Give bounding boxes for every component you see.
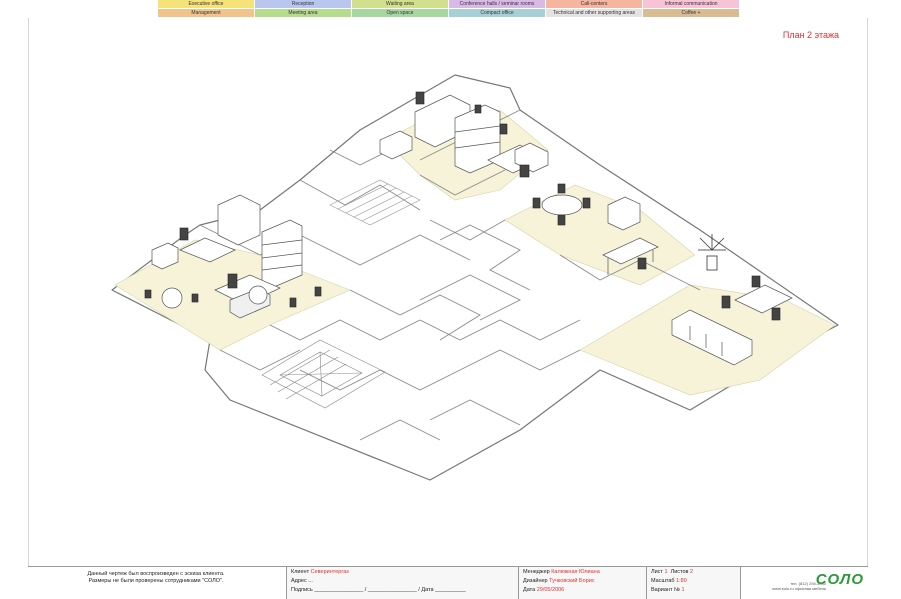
- company-phone: тел. (812) 294-3030: [790, 581, 826, 586]
- chairs-east-open-space: [721, 275, 781, 321]
- signature-label: Подпись: [291, 587, 313, 593]
- wall: [429, 399, 521, 426]
- furniture-east-open-space: [671, 284, 793, 366]
- signature-field: Подпись ________________ / _____________…: [291, 587, 466, 594]
- round-table: [161, 287, 183, 309]
- manager-field: Менеджер Калюжная Юлиана: [523, 569, 600, 576]
- credenza: [607, 196, 641, 231]
- note-line-1: Данный чертеж был воспроизведен с эскиза…: [87, 571, 225, 577]
- address-value: ...: [308, 578, 313, 584]
- address-field: Адрес ...: [291, 578, 313, 585]
- legend-coffee: Coffee +: [643, 9, 739, 17]
- meeting-table: [541, 194, 583, 216]
- chairs-north-office: [415, 91, 530, 178]
- legend-open-space: Open space: [352, 9, 448, 17]
- legend-row-1: Executive office Reception Waiting area …: [158, 0, 740, 8]
- chairs-west-office: [144, 227, 322, 308]
- chairs-meeting-room: [532, 183, 647, 270]
- variant-field: Вариант № 1: [651, 587, 685, 594]
- furniture-north-office: [379, 94, 549, 174]
- manager-label: Менеджер: [523, 569, 550, 575]
- wall: [299, 179, 421, 211]
- wall: [419, 274, 522, 321]
- designer-field: Дизайнер Тучковский Борис: [523, 578, 595, 585]
- client-label: Клиент: [291, 569, 310, 575]
- scale-label: Масштаб: [651, 578, 675, 584]
- designer-label: Дизайнер: [523, 578, 548, 584]
- desk: [179, 237, 236, 263]
- note-line-2: Размеры не были проверены сотрудниками "…: [88, 578, 224, 584]
- signature-date-blank: __________: [435, 587, 466, 593]
- scale-value: 1:80: [676, 578, 687, 584]
- wall: [299, 369, 461, 391]
- staircase-south: [261, 339, 386, 409]
- staff-box: Менеджер Калюжная Юлиана Дизайнер Тучков…: [518, 567, 646, 599]
- furniture-meeting-room: [541, 194, 659, 275]
- potted-plant: [698, 234, 726, 271]
- wall: [359, 419, 441, 441]
- drawing-note: Данный чертеж был воспроизведен с эскиза…: [28, 571, 284, 585]
- wall: [419, 169, 506, 196]
- legend-reception: Reception: [255, 0, 351, 8]
- wall: [419, 319, 581, 341]
- legend-meeting-area: Meeting area: [255, 9, 351, 17]
- legend-call-centers: Call-centers: [546, 0, 642, 8]
- sofa-row: [671, 309, 753, 366]
- wall: [269, 319, 421, 341]
- wall: [429, 219, 506, 241]
- company-site: www.solo.ru офисная мебель: [772, 586, 826, 591]
- wall: [349, 289, 481, 341]
- wall: [559, 254, 701, 291]
- wall: [299, 234, 471, 266]
- legend-waiting-area: Waiting area: [352, 0, 448, 8]
- legend-row-2: Management Meeting area Open space Compa…: [158, 9, 740, 17]
- isometric-floor-plan: [111, 74, 839, 481]
- wall: [329, 149, 391, 166]
- sheet-box: Лист 1 Листов 2 Масштаб 1:80 Вариант № 1: [646, 567, 740, 599]
- date-field: Дата 29/05/2006: [523, 587, 564, 594]
- scale-field: Масштаб 1:80: [651, 578, 687, 585]
- furniture-west-office: [151, 194, 303, 319]
- wall: [219, 349, 301, 371]
- address-label: Адрес: [291, 578, 307, 584]
- legend-executive-office: Executive office: [158, 0, 254, 8]
- company-contact: тел. (812) 294-3030 www.solo.ru офисная …: [772, 581, 826, 591]
- desk: [602, 237, 659, 265]
- sheets-label: Листов: [670, 569, 689, 575]
- date-label: Дата: [523, 587, 536, 593]
- legend-conference-halls: Conference halls / seminar rooms: [449, 0, 545, 8]
- sheet-field: Лист 1 Листов 2: [651, 569, 693, 576]
- zone-legend: Executive office Reception Waiting area …: [158, 0, 740, 18]
- wall: [439, 224, 531, 291]
- staircase-north: [329, 179, 421, 226]
- variant-value: 1: [681, 587, 685, 593]
- signature-date-label: Дата: [421, 587, 434, 593]
- client-box: Клиент Северинтергаз Адрес ... Подпись _…: [286, 567, 518, 599]
- signature-blank: ________________ / ________________ /: [314, 587, 420, 593]
- client-field: Клиент Северинтергаз: [291, 569, 349, 576]
- client-value: Северинтергаз: [310, 569, 349, 575]
- plan-title: План 2 этажа: [782, 30, 839, 40]
- sheet-label: Лист: [651, 569, 663, 575]
- designer-value: Тучковский Борис: [549, 578, 595, 584]
- variant-label: Вариант №: [651, 587, 680, 593]
- desk: [734, 284, 793, 314]
- company-box: тел. (812) 294-3030 www.solo.ru офисная …: [740, 567, 868, 599]
- storage-boxes: [379, 130, 413, 160]
- sheet-value: 1: [664, 569, 668, 575]
- date-value: 29/05/2006: [536, 587, 565, 593]
- solo-logo: СОЛО: [815, 571, 864, 588]
- legend-management: Management: [158, 9, 254, 17]
- legend-technical-areas: Technical and other supporting areas: [546, 9, 642, 17]
- title-block: Данный чертеж был воспроизведен с эскиза…: [28, 566, 868, 599]
- legend-informal-communication: Informal communication: [643, 0, 739, 8]
- drawing-frame: [28, 18, 868, 566]
- round-table: [248, 285, 268, 305]
- cabinet: [217, 194, 261, 246]
- wall: [459, 349, 581, 371]
- legend-compact-office: Compact office: [449, 9, 545, 17]
- sideboard: [151, 242, 179, 270]
- manager-value: Калюжная Юлиана: [551, 569, 600, 575]
- sheets-value: 2: [690, 569, 694, 575]
